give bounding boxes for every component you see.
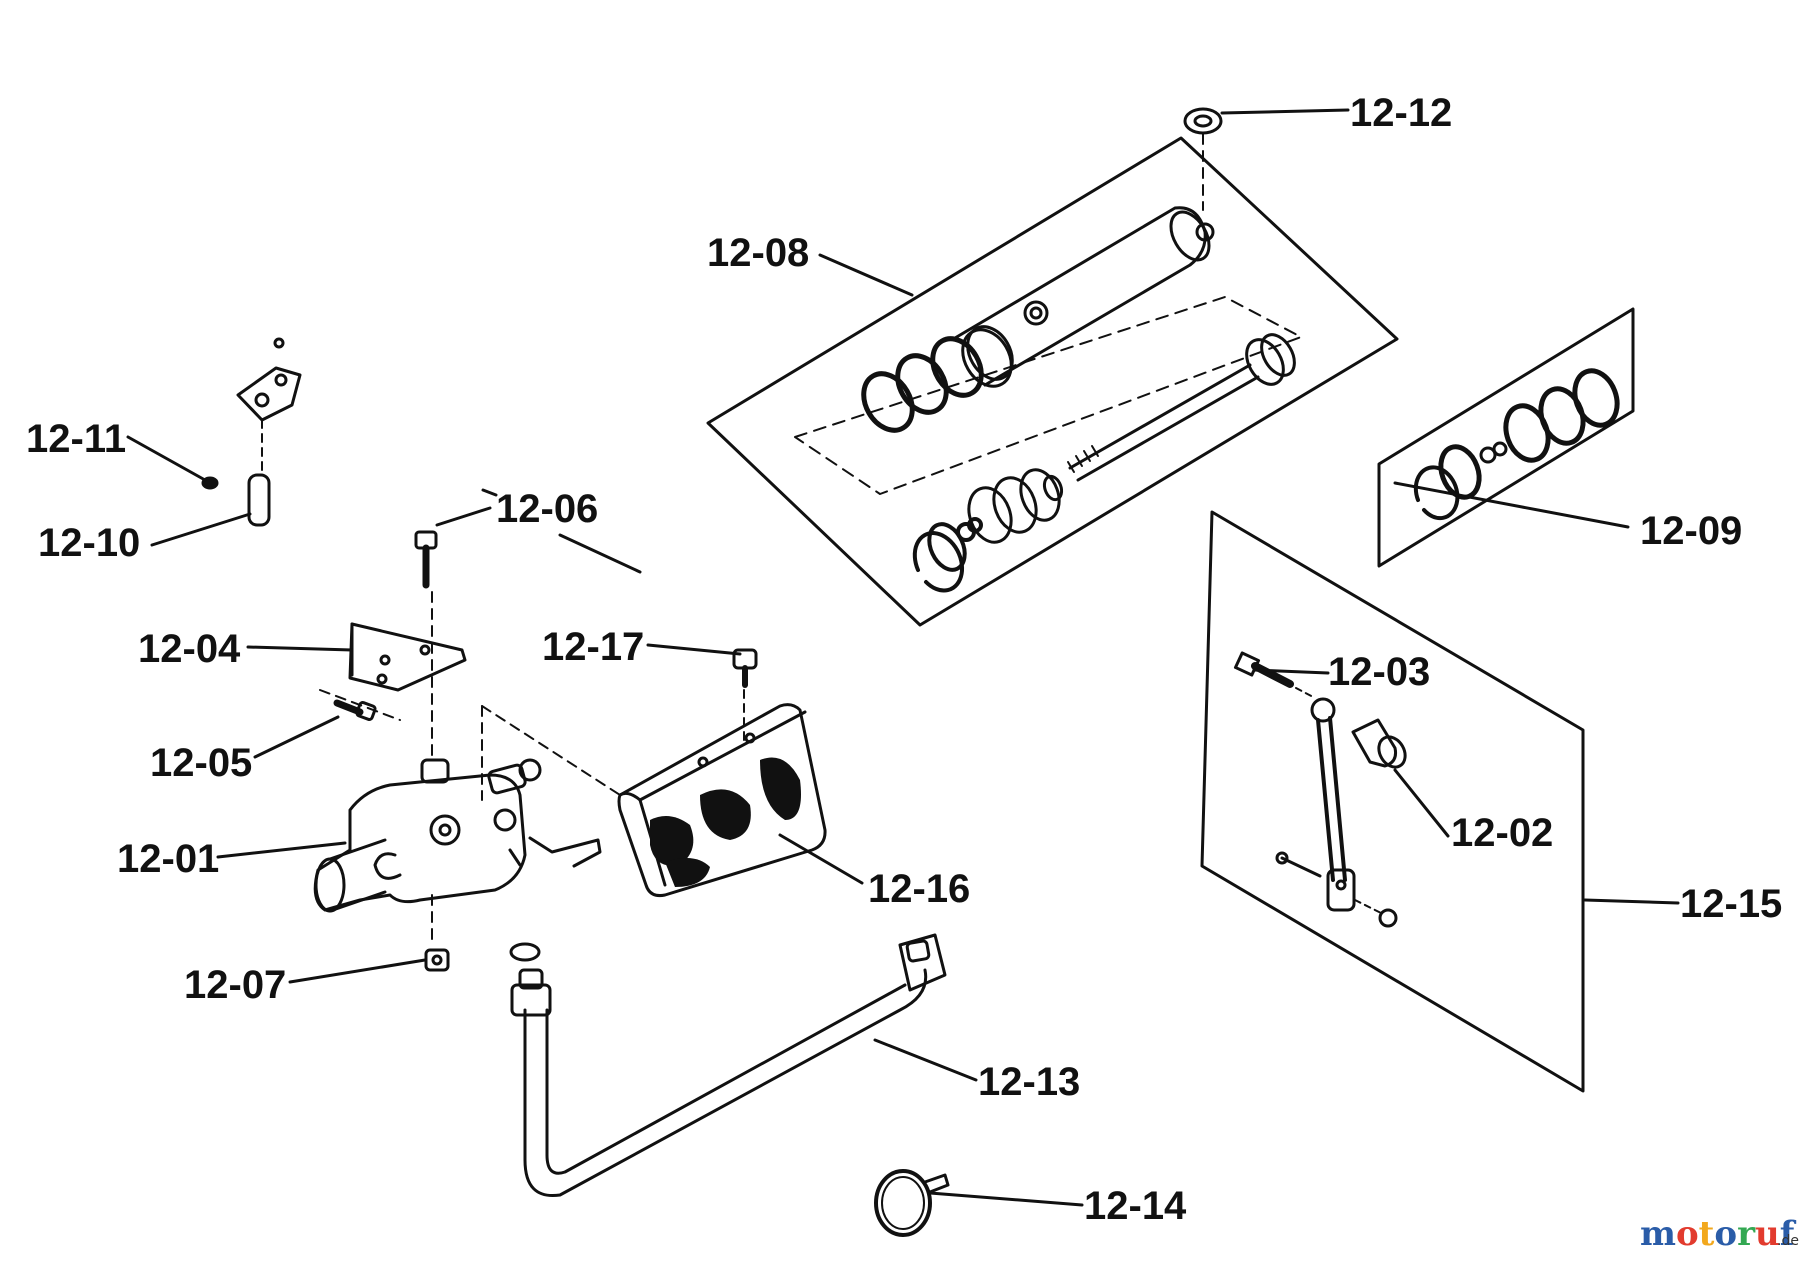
svg-text:.de: .de bbox=[1777, 1233, 1799, 1249]
clevis-pin-12-10 bbox=[247, 473, 271, 527]
nut-12-07 bbox=[424, 948, 450, 972]
seal-kit-group bbox=[1377, 307, 1635, 568]
callout-12-04: 12-04 bbox=[138, 627, 241, 671]
tank-12-16 bbox=[617, 703, 827, 897]
cylinder-barrel bbox=[953, 206, 1215, 388]
hose-12-13 bbox=[509, 933, 947, 1198]
rod-outline-dashed bbox=[794, 296, 1302, 495]
callout-12-06: 12-06 bbox=[496, 487, 598, 531]
lever-kit-group bbox=[1200, 510, 1585, 1093]
piston bbox=[967, 468, 1064, 544]
seal-rings-top bbox=[861, 325, 1014, 433]
callout-12-12: 12-12 bbox=[1350, 91, 1452, 135]
cylinder-kit-group bbox=[706, 107, 1399, 627]
watermark-logo: motoruf .de bbox=[1640, 1214, 1799, 1254]
lever-arm bbox=[1310, 697, 1356, 912]
leader-lines bbox=[126, 108, 1680, 1207]
callout-12-10: 12-10 bbox=[38, 521, 140, 565]
callout-12-01: 12-01 bbox=[117, 837, 219, 881]
bolt-12-05 bbox=[319, 689, 401, 721]
control-valve-12-01 bbox=[313, 758, 542, 913]
seal-rings-bottom bbox=[912, 517, 983, 593]
callout-12-03: 12-03 bbox=[1328, 650, 1430, 694]
z-link bbox=[528, 836, 602, 868]
callout-12-14: 12-14 bbox=[1084, 1184, 1187, 1228]
callout-12-07: 12-07 bbox=[184, 963, 286, 1007]
seal-kit-panel bbox=[1377, 307, 1635, 568]
bolt-12-17 bbox=[732, 648, 758, 688]
lever-pin bbox=[1280, 856, 1322, 878]
callout-12-05: 12-05 bbox=[150, 741, 252, 785]
callout-12-11: 12-11 bbox=[26, 417, 126, 461]
callout-12-13: 12-13 bbox=[978, 1060, 1080, 1104]
callout-labels: 12-12 12-08 12-09 12-03 12-02 12-15 12-1… bbox=[26, 91, 1782, 1228]
washer-12-12 bbox=[1183, 107, 1223, 211]
bolt-12-06 bbox=[414, 530, 438, 941]
callout-12-08: 12-08 bbox=[707, 231, 809, 275]
callout-12-16: 12-16 bbox=[868, 867, 970, 911]
clamp-12-14 bbox=[874, 1169, 950, 1237]
svg-text:motoruf: motoruf bbox=[1640, 1214, 1797, 1254]
callout-12-09: 12-09 bbox=[1640, 509, 1742, 553]
cotter-pin-12-11 bbox=[201, 476, 219, 490]
callout-12-02: 12-02 bbox=[1451, 811, 1553, 855]
bolt-12-03 bbox=[1233, 651, 1316, 699]
clevis-yoke bbox=[236, 337, 302, 471]
piston-rod bbox=[1067, 333, 1296, 482]
knob-12-02 bbox=[1351, 718, 1407, 769]
lever-nut bbox=[1378, 908, 1398, 928]
bracket-12-04 bbox=[348, 622, 467, 692]
callout-12-17: 12-17 bbox=[542, 625, 644, 669]
lever-kit-panel bbox=[1200, 510, 1585, 1093]
cylinder-kit-panel bbox=[706, 136, 1399, 627]
callout-12-15: 12-15 bbox=[1680, 882, 1782, 926]
